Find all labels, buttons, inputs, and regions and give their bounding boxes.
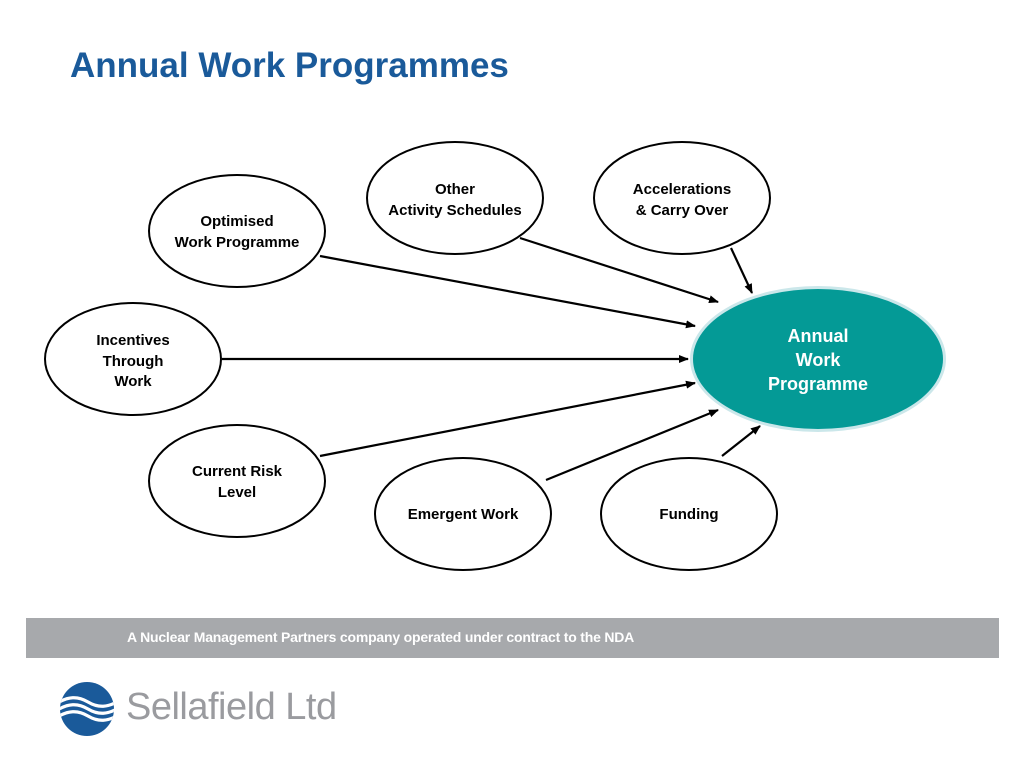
- center-node: Annual Work Programme: [690, 286, 946, 432]
- sellafield-wave-icon: [60, 682, 114, 736]
- node-other-activity: Other Activity Schedules: [366, 141, 544, 255]
- footer-bar: A Nuclear Management Partners company op…: [26, 618, 999, 658]
- center-label-line-3: Programme: [768, 374, 868, 394]
- node-incentives-line-2: Through: [103, 353, 164, 370]
- center-label-line-1: Annual: [788, 326, 849, 346]
- node-current-risk: Current Risk Level: [148, 424, 326, 538]
- arrows: [222, 236, 761, 482]
- page-title: Annual Work Programmes: [70, 46, 509, 85]
- node-incentives-line-1: Incentives: [96, 332, 169, 349]
- node-optimised-line-2: Work Programme: [175, 234, 300, 251]
- node-accelerations-line-1: Accelerations: [633, 181, 731, 198]
- node-accelerations-line-2: & Carry Over: [636, 202, 729, 219]
- arrow-emergent: [545, 408, 719, 482]
- node-current-risk-line-2: Level: [218, 484, 256, 501]
- node-optimised-line-1: Optimised: [200, 213, 273, 230]
- arrow-optimised: [319, 254, 696, 329]
- arrow-current-risk: [319, 380, 696, 458]
- sellafield-logo: Sellafield Ltd: [58, 680, 358, 740]
- node-emergent-line-1: Emergent Work: [408, 506, 519, 523]
- node-optimised: Optimised Work Programme: [148, 174, 326, 288]
- node-funding-line-1: Funding: [659, 506, 718, 523]
- center-label-line-2: Work: [796, 350, 842, 370]
- node-incentives: Incentives Through Work: [44, 302, 222, 416]
- node-other-activity-line-1: Other: [435, 181, 475, 198]
- node-accelerations: Accelerations & Carry Over: [593, 141, 771, 255]
- arrow-funding: [721, 425, 761, 457]
- logo-text: Sellafield Ltd: [126, 686, 337, 728]
- node-emergent: Emergent Work: [374, 457, 552, 571]
- arrow-other-activity: [519, 236, 719, 304]
- node-other-activity-line-2: Activity Schedules: [388, 202, 521, 219]
- footer-text: A Nuclear Management Partners company op…: [127, 629, 635, 645]
- node-incentives-line-3: Work: [114, 373, 152, 390]
- node-current-risk-line-1: Current Risk: [192, 463, 283, 480]
- arrow-accelerations: [730, 247, 753, 294]
- node-funding: Funding: [600, 457, 778, 571]
- influence-diagram: Annual Work Programme Optimised Work Pro…: [44, 141, 946, 571]
